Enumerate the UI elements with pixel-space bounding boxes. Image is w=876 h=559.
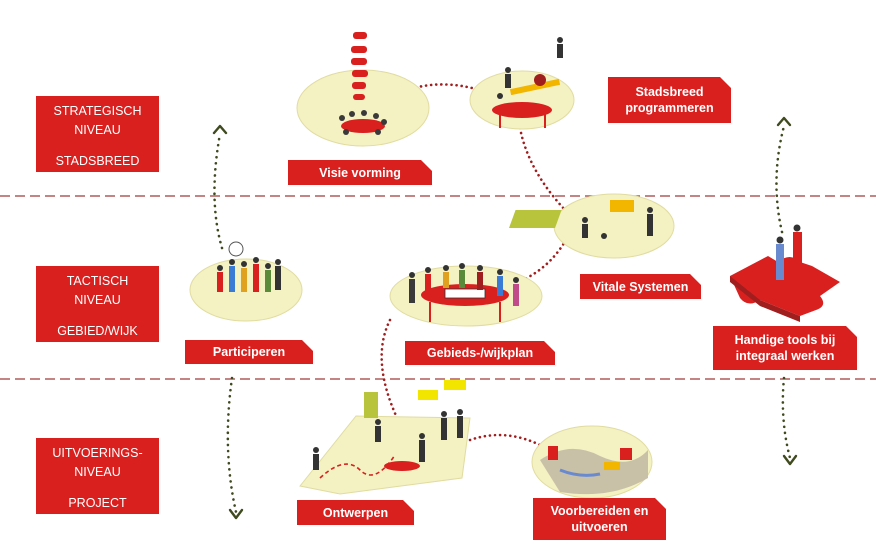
level-line1: UITVOERINGS- xyxy=(52,446,143,460)
label-text: Gebieds-/wijkplan xyxy=(426,346,534,360)
label-text: Visie vorming xyxy=(319,165,401,180)
label-voorbereiden-uitvoeren: Voorbereiden en uitvoeren xyxy=(533,498,666,540)
level-line3: PROJECT xyxy=(68,496,127,510)
puzzle-piece-icon xyxy=(730,256,840,316)
label-text: Participeren xyxy=(212,345,286,359)
label-text-line2: programmeren xyxy=(625,101,714,115)
connector-visie-stadsbreed xyxy=(390,83,474,98)
connector-ontwerpen-voorbereiden xyxy=(468,433,542,447)
ontwerpen-illustration xyxy=(299,380,471,495)
label-participeren: Participeren xyxy=(185,340,313,364)
green-arrows xyxy=(213,124,792,514)
label-vitale-systemen: Vitale Systemen xyxy=(580,274,701,299)
label-stadsbreed-programmeren: Stadsbreed programmeren xyxy=(608,77,731,123)
level-line2: NIVEAU xyxy=(74,123,121,137)
level-tactisch: TACTISCH NIVEAU GEBIED/WIJK xyxy=(36,266,159,342)
vitale-illustration xyxy=(509,193,675,259)
level-strategisch: STRATEGISCH NIVEAU STADSBREED xyxy=(36,96,159,172)
label-visie-vorming: Visie vorming xyxy=(288,160,432,185)
label-text-line2: integraal werken xyxy=(735,349,835,363)
level-line2: NIVEAU xyxy=(74,465,121,479)
label-text: Vitale Systemen xyxy=(592,279,689,294)
arrow-participeren-up xyxy=(213,132,224,250)
connector-gebied-ontwerpen xyxy=(380,318,400,422)
level-uitvoering: UITVOERINGS- NIVEAU PROJECT xyxy=(36,438,159,514)
flow-connectors xyxy=(380,83,568,447)
arrow-tools-up xyxy=(775,124,786,234)
arrowhead-down-icon xyxy=(782,454,798,466)
connector-vitale-gebied xyxy=(516,238,568,284)
arrowhead-down-icon xyxy=(228,508,244,520)
label-handige-tools: Handige tools bij integraal werken xyxy=(713,326,857,370)
label-text-line1: Handige tools bij xyxy=(734,333,836,347)
arrowhead-up-icon xyxy=(212,124,228,135)
voorbereiden-illustration xyxy=(531,425,653,499)
level-line1: TACTISCH xyxy=(66,274,129,288)
level-line3: STADSBREED xyxy=(55,154,140,168)
level-line1: STRATEGISCH xyxy=(53,104,142,118)
stadsbreed-illustration xyxy=(469,37,575,130)
arrowhead-up-icon xyxy=(776,116,792,127)
label-text-line1: Stadsbreed xyxy=(635,85,704,99)
arrow-heads xyxy=(212,116,798,520)
tools-illustration xyxy=(730,224,840,322)
arrow-participeren-down xyxy=(226,376,238,514)
label-text-line2: uitvoeren xyxy=(571,520,628,534)
gebiedsplan-illustration xyxy=(389,263,543,327)
arrow-tools-down xyxy=(781,376,792,460)
level-line2: NIVEAU xyxy=(74,293,121,307)
visie-illustration xyxy=(296,32,430,147)
connector-stadsbreed-vitale xyxy=(518,126,567,212)
participeren-illustration xyxy=(189,241,303,322)
level-line3: GEBIED/WIJK xyxy=(57,324,138,338)
label-text: Ontwerpen xyxy=(322,505,389,520)
label-text-line1: Voorbereiden en xyxy=(550,504,649,518)
label-ontwerpen: Ontwerpen xyxy=(297,500,414,525)
label-gebiedsplan: Gebieds-/wijkplan xyxy=(405,341,555,365)
